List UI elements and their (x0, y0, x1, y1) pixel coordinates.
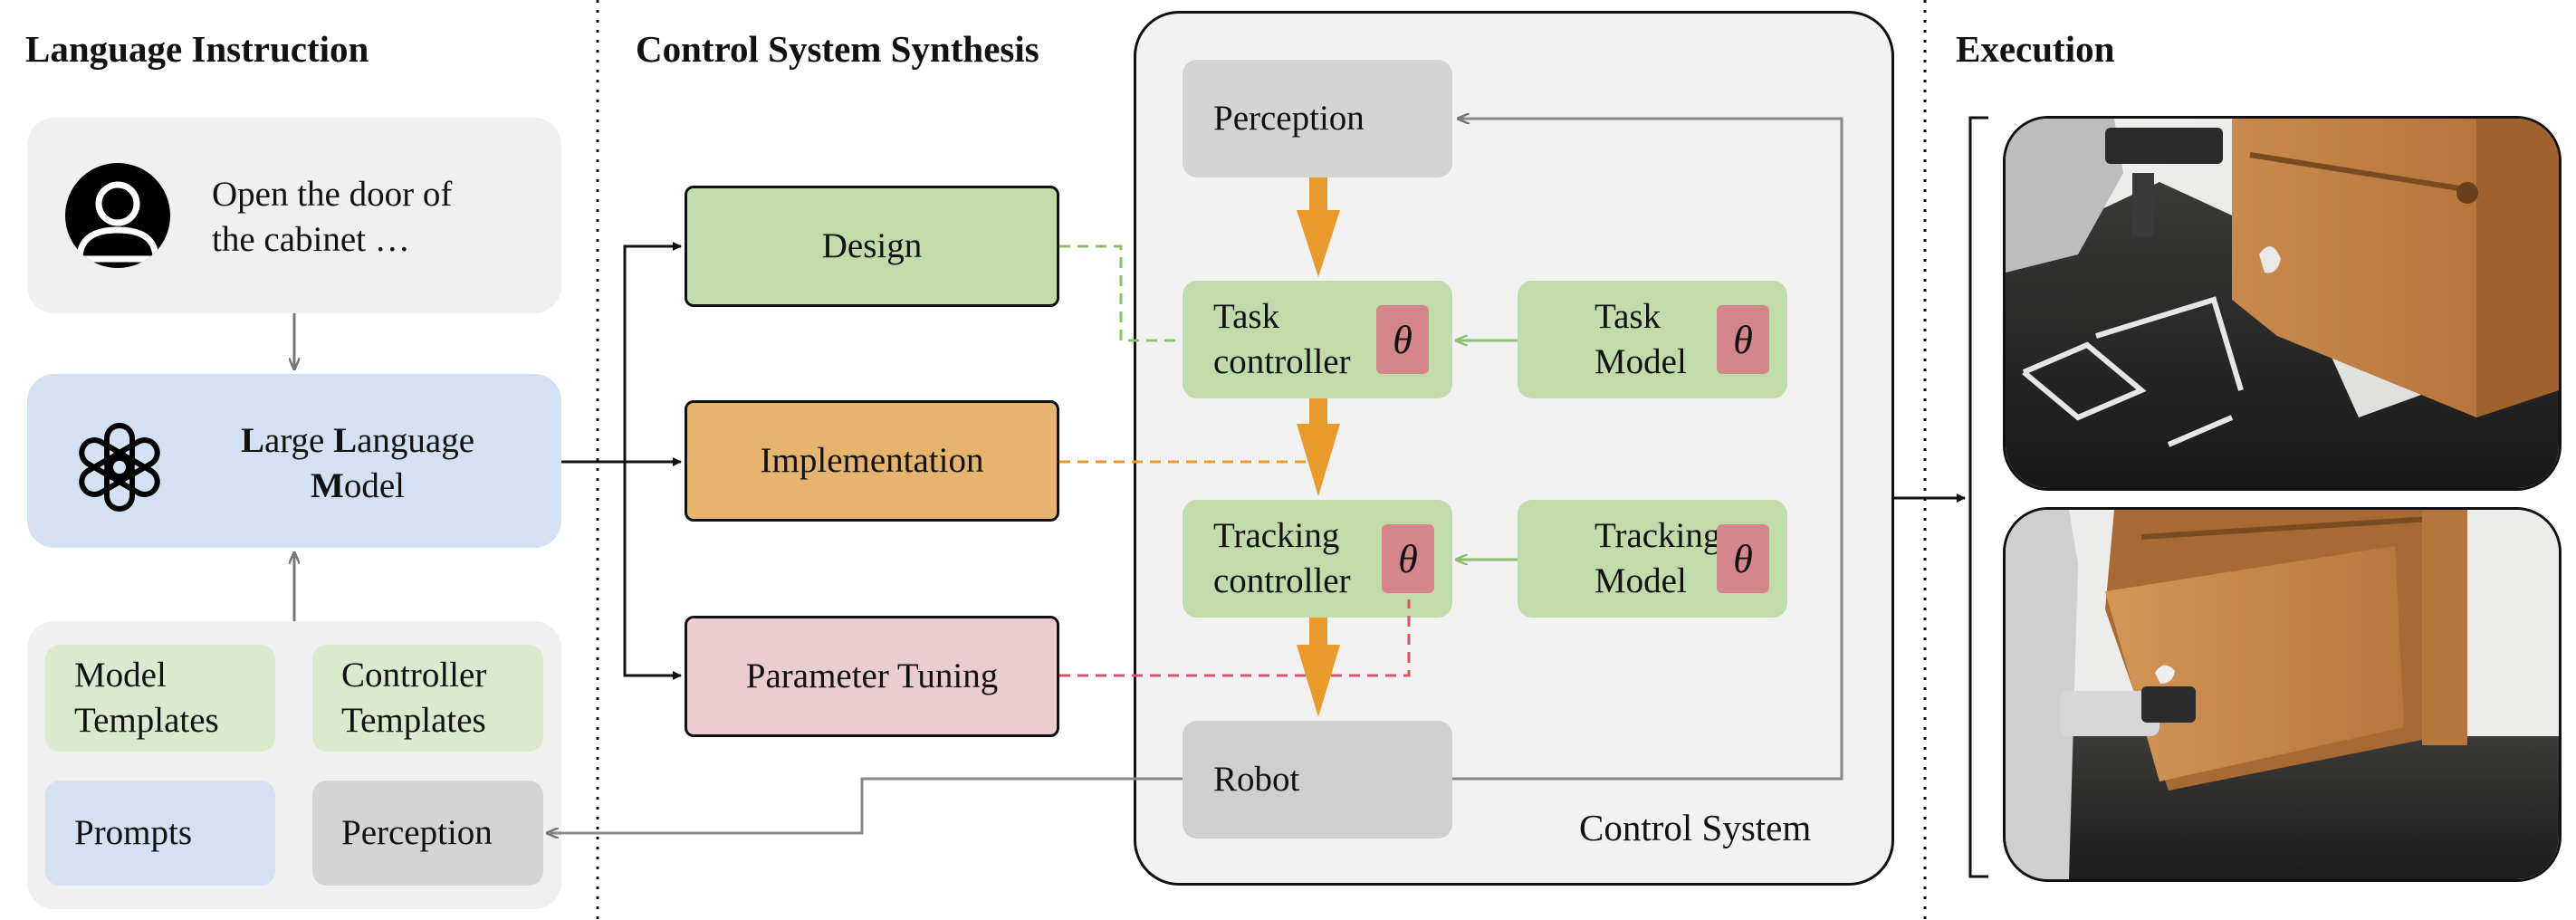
task-controller-box: Task controller (1183, 281, 1452, 398)
execution-photo-top (2003, 116, 2562, 491)
tracking-model-theta: θ (1717, 524, 1769, 593)
arrow-llm-to-parameter-tuning (623, 462, 682, 680)
robot-box: Robot (1183, 721, 1452, 839)
dashed-parameter-tuning-link (1059, 599, 1411, 677)
instruction-text: Open the door of the cabinet … (212, 175, 453, 259)
arrow-robot-to-input-perception (547, 777, 1183, 833)
perception-box: Perception (1183, 60, 1452, 177)
orange-flow-arrows (1297, 177, 1340, 717)
execution-bracket (1968, 116, 1988, 878)
input-perception-box: Perception (312, 781, 543, 886)
design-box: Design (685, 186, 1059, 307)
dashed-design-link (1059, 244, 1183, 342)
section-title-control-system-synthesis: Control System Synthesis (636, 28, 1039, 70)
execution-photo-bottom (2003, 507, 2562, 882)
openai-logo-icon (71, 418, 168, 516)
model-templates-box: Model Templates (45, 645, 275, 752)
prompts-box: Prompts (45, 781, 275, 886)
tracking-controller-theta: θ (1382, 524, 1434, 593)
section-title-execution: Execution (1956, 28, 2115, 70)
control-system-title: Control System (1579, 807, 1812, 848)
implementation-box: Implementation (685, 400, 1059, 522)
task-controller-theta: θ (1376, 305, 1429, 374)
arrow-robot-to-perception (1452, 119, 1843, 781)
task-model-theta: θ (1717, 305, 1769, 374)
parameter-tuning-box: Parameter Tuning (685, 616, 1059, 737)
section-title-language-instruction: Language Instruction (25, 28, 369, 70)
arrow-llm-to-design (623, 242, 682, 462)
tracking-controller-box: Tracking controller (1183, 500, 1452, 618)
controller-templates-box: Controller Templates (312, 645, 543, 752)
user-icon (65, 163, 170, 268)
